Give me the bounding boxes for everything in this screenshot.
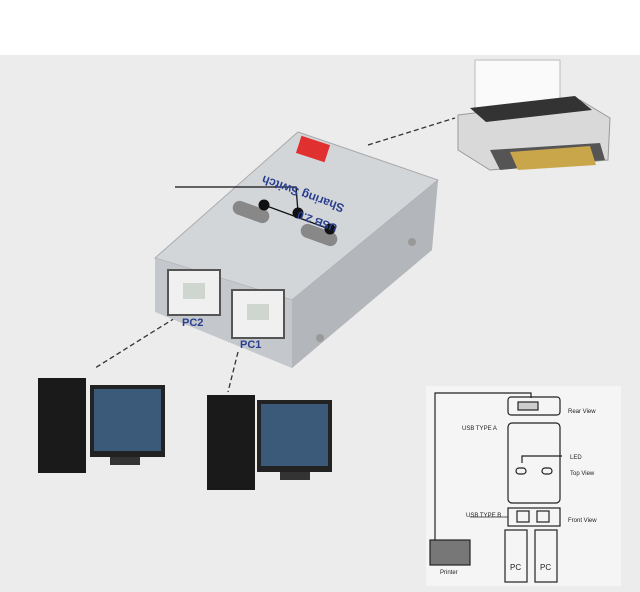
diagram-label-usb-type-a: USB TYPE A xyxy=(462,426,497,432)
port-label-pc1: PC1 xyxy=(240,339,261,351)
diagram-label-pc-1: PC xyxy=(510,563,521,572)
diagram-label-top-view: Top View xyxy=(570,471,595,477)
computer-pc1 xyxy=(207,395,332,490)
diagram-label-pc-2: PC xyxy=(540,563,551,572)
connection-diagram xyxy=(426,386,621,586)
printer-image xyxy=(457,59,611,171)
diagram-label-printer: Printer xyxy=(440,570,458,576)
diagram-label-usb-type-b: USB TYPE B xyxy=(466,513,501,519)
diagram-label-front-view: Front View xyxy=(568,518,597,524)
computer-pc2 xyxy=(38,378,165,473)
connection-lines xyxy=(94,117,456,393)
usb-sharing-switch xyxy=(153,131,440,368)
diagram-label-led: LED xyxy=(570,455,582,461)
port-label-pc2: PC2 xyxy=(182,317,203,329)
diagram-label-rear-view: Rear View xyxy=(568,409,596,415)
